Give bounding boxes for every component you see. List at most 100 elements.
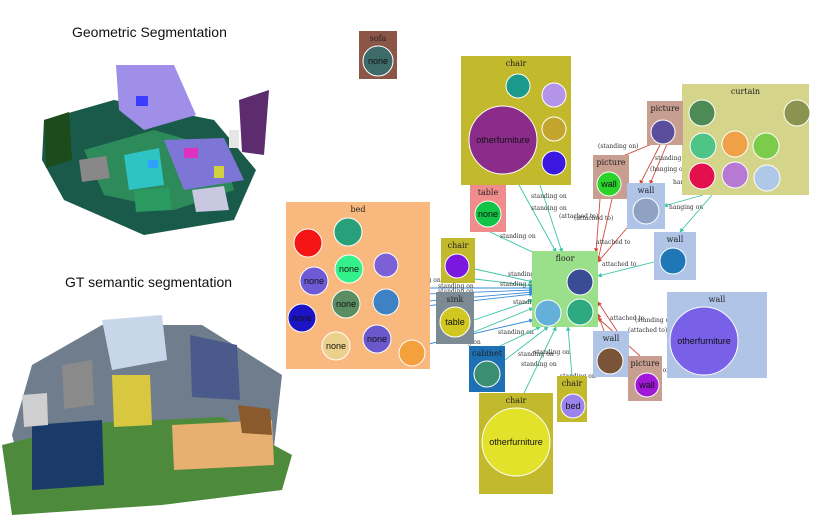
edge-chair_small-to-floor (474, 278, 534, 288)
node-title: wall (603, 334, 620, 343)
edge-chair_bed-to-floor (566, 326, 573, 377)
node-title: chair (562, 379, 583, 388)
node-title: wall (709, 295, 726, 304)
segment-circle (541, 116, 567, 142)
node-chair_small: chair (441, 238, 475, 283)
segment-circle (689, 132, 717, 160)
segment-circle (634, 372, 660, 398)
node-wall_a: wall (627, 183, 665, 229)
node-title: picture (650, 104, 679, 113)
segment-label: wall (600, 179, 617, 189)
edge-label: standing on (500, 233, 536, 240)
segment-circle (439, 306, 471, 338)
edge-label: attached to (610, 315, 645, 322)
edge-label: attached to (596, 239, 631, 246)
edge-chair_small-to-floor (474, 268, 534, 284)
segment-circle (331, 289, 361, 319)
segment-circle (474, 200, 502, 228)
edge-label: standing on (531, 205, 567, 212)
segment-circle (398, 339, 426, 367)
segment-circle (473, 360, 501, 388)
node-title: chair (506, 396, 527, 405)
node-title: curtain (731, 87, 760, 96)
node-picture_bot: picture wall (628, 356, 662, 401)
segment-circle (753, 164, 781, 192)
edge-label: standing on (518, 351, 554, 358)
edge-chair_top-to-floor (518, 184, 557, 253)
segment-circle (688, 99, 716, 127)
node-picture_top: picture (647, 101, 683, 145)
geometric-segmentation-scan (42, 65, 269, 235)
edge-chair_top-to-floor (539, 184, 563, 253)
segment-label: none (326, 341, 346, 351)
segment-circle (293, 228, 323, 258)
edge-label: standing on (513, 299, 549, 306)
segment-circle (299, 266, 329, 296)
gt-semantic-segmentation-heading: GT semantic segmentation (65, 274, 233, 290)
edge-label: (attached to) (559, 213, 598, 220)
segment-label: none (304, 276, 324, 286)
segment-label: wall (638, 380, 655, 390)
segment-circle (783, 99, 811, 127)
edge-label: standing on (498, 329, 534, 336)
segment-label: none (339, 264, 359, 274)
node-title: chair (448, 241, 469, 250)
segment-circle (650, 119, 676, 145)
edge-label: standing on (508, 271, 544, 278)
node-title: sink (447, 295, 464, 304)
segment-circle (560, 393, 586, 419)
edge-picture_top-to-wall_a (639, 144, 661, 185)
geometric-segmentation-heading: Geometric Segmentation (72, 24, 227, 40)
edge-picture_mid-to-floor (594, 198, 601, 253)
segment-circle (534, 299, 562, 327)
segment-label: none (478, 209, 498, 219)
node-curtain: curtain (682, 84, 811, 195)
segment-circle (632, 197, 660, 225)
node-chair_top: chair otherfurniture (461, 56, 571, 185)
gt-semantic-segmentation-scan (2, 315, 292, 515)
edge-picture_mid-to-floor (596, 198, 613, 261)
segment-circle (541, 150, 567, 176)
edge-label: (attached to) (628, 327, 667, 334)
edge-label: attached to (602, 261, 637, 268)
segment-circle (721, 130, 749, 158)
edge-label: standing on (531, 193, 567, 200)
edge-label: standing on (534, 349, 570, 356)
node-title: sofa (370, 34, 387, 43)
edge-wall_c-to-floor (597, 301, 618, 332)
node-title: floor (556, 254, 575, 263)
segment-label: bed (565, 401, 580, 411)
segment-circle (566, 268, 594, 296)
edge-picture_top-to-wall_a (649, 143, 668, 185)
segment-circle (362, 45, 394, 77)
node-title: wall (667, 235, 684, 244)
node-cabinet: cabinet (469, 346, 505, 392)
node-wall_c: wall (593, 331, 629, 377)
segment-circle (372, 288, 400, 316)
node-title: chair (506, 59, 527, 68)
edge-sink-to-floor (473, 307, 534, 333)
edge-label: hanging on (669, 204, 703, 211)
segment-circle (659, 247, 687, 275)
edge-wall_b-to-floor (597, 261, 655, 278)
segment-circle (721, 161, 749, 189)
segment-circle (444, 253, 470, 279)
node-title: picture (630, 359, 659, 368)
node-wall_b: wall (654, 232, 696, 280)
node-title: bed (351, 205, 366, 214)
segment-label: none (292, 313, 312, 323)
segment-circle (481, 407, 551, 477)
segment-label: otherfurniture (476, 135, 530, 145)
edge-label: (standing on) (635, 317, 675, 324)
segment-label: table (445, 317, 465, 327)
node-sink: sink table (436, 292, 474, 344)
edge-curtain-to-wall_a (663, 194, 704, 208)
edge-label: standing on (655, 155, 691, 162)
edge-label: standing on (521, 361, 557, 368)
segment-circle (287, 303, 317, 333)
